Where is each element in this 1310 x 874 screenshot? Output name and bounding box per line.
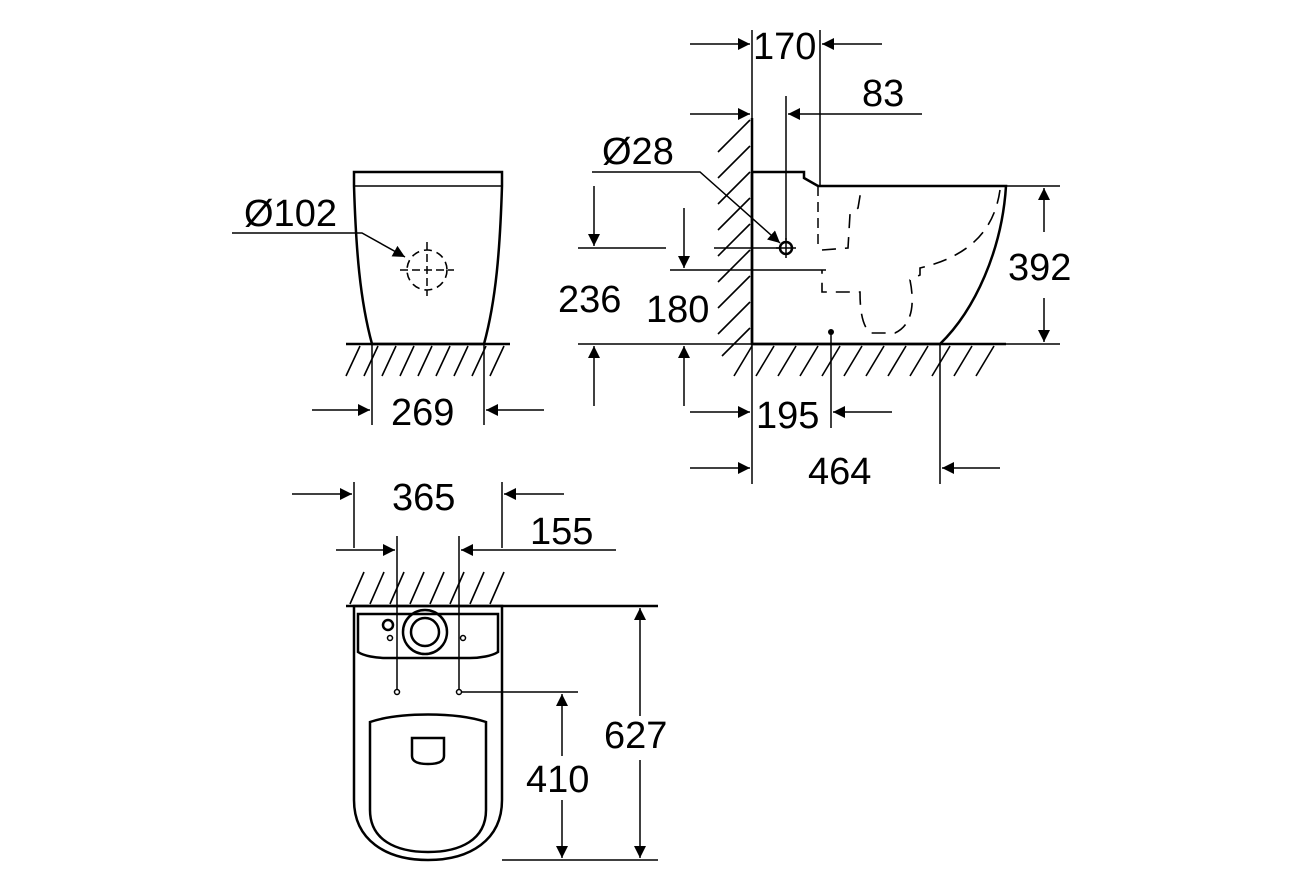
h627-label: 627 [604,715,667,757]
w155-label: 155 [530,511,593,553]
front-view: Ø102 269 [232,170,544,434]
h236-label: 236 [558,279,621,321]
side-floor-hatch [733,345,995,377]
front-floor-hatch [345,345,505,377]
flush-button-inner [409,616,441,648]
top-view-body-outline [352,604,504,862]
d102-leader [232,232,406,258]
inlet-valve-marker [381,618,395,632]
h180-label: 180 [646,289,709,331]
floor-fix-point [828,329,834,335]
w464-label: 464 [808,451,871,493]
side-view: 170 83 Ø28 236 180 392 195 [558,26,1071,493]
tank-fixing-left [386,634,394,642]
w170-label: 170 [753,26,816,68]
w269-label: 269 [391,392,454,434]
d102-label: Ø102 [244,193,337,235]
h410-label: 410 [526,759,589,801]
front-view-body-outline [352,170,504,346]
tank-fixing-right [459,634,467,642]
tank-outline [356,612,500,660]
w195-label: 195 [756,395,819,437]
d28-leader [592,171,781,244]
d28-label: Ø28 [602,131,674,173]
floor-fixing-right [455,688,463,696]
w365-label: 365 [392,477,455,519]
side-view-body-outline [750,170,1008,346]
w83-label: 83 [862,73,904,115]
top-view: 365 155 627 410 [292,477,667,862]
wall-hatch [717,119,751,357]
top-wall-hatch [349,571,505,605]
seat-outline [368,713,488,854]
floor-fixing-left [393,688,401,696]
internal-trap-dashed [821,186,1001,334]
flush-button-outer [401,608,449,656]
h392-label: 392 [1008,247,1071,289]
seat-opening [410,736,446,766]
